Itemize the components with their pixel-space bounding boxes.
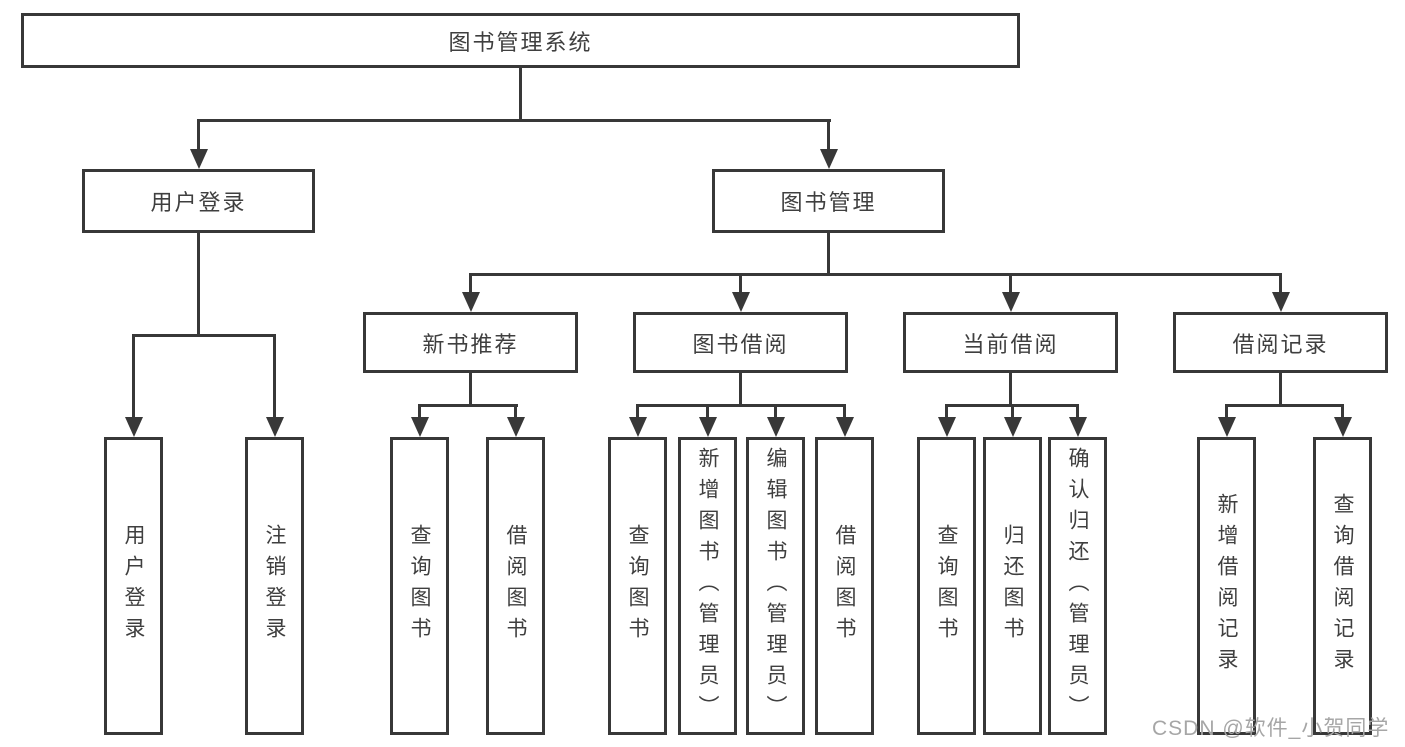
edge-arrow-to-new-book-recommend bbox=[461, 273, 480, 312]
edge-arrow-to-leaf-borrow-add bbox=[698, 404, 717, 437]
node-book-management: 图书管理 bbox=[712, 169, 945, 233]
leaf-records-query-label: 查询借阅记录 bbox=[1331, 493, 1354, 679]
edge-arrow-to-leaf-records-query bbox=[1333, 404, 1352, 437]
edge-records-stem bbox=[1279, 373, 1282, 406]
edge-user-login-stem bbox=[197, 232, 200, 336]
leaf-current-return-label: 归还图书 bbox=[1001, 524, 1024, 648]
leaf-borrow-book: 借阅图书 bbox=[815, 437, 874, 735]
leaf-borrow-query-label: 查询图书 bbox=[626, 524, 649, 648]
node-current-borrow: 当前借阅 bbox=[903, 312, 1118, 373]
leaf-newbook-borrow: 借阅图书 bbox=[486, 437, 545, 735]
leaf-current-query: 查询图书 bbox=[917, 437, 976, 735]
leaf-borrow-edit-admin: 编辑图书（管理员） bbox=[746, 437, 805, 735]
edge-arrow-to-leaf-logout bbox=[265, 334, 284, 437]
edge-arrow-to-leaf-newbook-borrow bbox=[506, 404, 525, 437]
leaf-user-login: 用户登录 bbox=[104, 437, 163, 735]
node-book-management-label: 图书管理 bbox=[780, 190, 877, 215]
leaf-current-return: 归还图书 bbox=[983, 437, 1042, 735]
edge-arrow-to-leaf-borrow-edit bbox=[766, 404, 785, 437]
edge-records-rail bbox=[1225, 404, 1344, 407]
edge-book-management-stem bbox=[827, 232, 830, 275]
edge-borrow-rail bbox=[636, 404, 846, 407]
node-borrow-records-label: 借阅记录 bbox=[1232, 331, 1329, 357]
leaf-current-query-label: 查询图书 bbox=[935, 524, 958, 648]
edge-arrow-to-leaf-borrow-query bbox=[628, 404, 647, 437]
csdn-watermark: CSDN @软件_小贺同学 bbox=[1152, 717, 1390, 740]
edge-newbook-stem bbox=[469, 373, 472, 406]
node-user-login: 用户登录 bbox=[82, 169, 315, 233]
leaf-newbook-query-label: 查询图书 bbox=[408, 524, 431, 648]
leaf-user-login-label: 用户登录 bbox=[122, 524, 145, 648]
leaf-borrow-add-admin: 新增图书（管理员） bbox=[678, 437, 737, 735]
edge-arrow-to-leaf-borrow-book bbox=[835, 404, 854, 437]
leaf-current-confirm-admin-label: 确认归还（管理员） bbox=[1066, 446, 1089, 726]
edge-level3-rail bbox=[469, 273, 1282, 276]
leaf-borrow-edit-admin-label: 编辑图书（管理员） bbox=[764, 446, 787, 726]
edge-arrow-to-leaf-current-confirm bbox=[1068, 404, 1087, 437]
edge-arrow-to-leaf-current-return bbox=[1003, 404, 1022, 437]
edge-arrow-to-leaf-newbook-query bbox=[410, 404, 429, 437]
edge-arrow-to-book-management bbox=[819, 119, 838, 169]
node-user-login-label: 用户登录 bbox=[150, 190, 247, 215]
leaf-logout: 注销登录 bbox=[245, 437, 304, 735]
edge-arrow-to-user-login bbox=[189, 119, 208, 169]
edge-user-login-rail bbox=[132, 334, 275, 337]
edge-arrow-to-leaf-records-add bbox=[1217, 404, 1236, 437]
node-root-label: 图书管理系统 bbox=[448, 29, 593, 55]
edge-arrow-to-current-borrow bbox=[1001, 273, 1020, 312]
node-current-borrow-label: 当前借阅 bbox=[962, 331, 1059, 357]
leaf-logout-label: 注销登录 bbox=[263, 524, 286, 648]
node-new-book-recommend-label: 新书推荐 bbox=[422, 331, 519, 357]
leaf-current-confirm-admin: 确认归还（管理员） bbox=[1048, 437, 1107, 735]
leaf-records-query: 查询借阅记录 bbox=[1313, 437, 1372, 735]
edge-root-stem bbox=[519, 68, 522, 120]
leaf-records-add: 新增借阅记录 bbox=[1197, 437, 1256, 735]
node-book-borrow-label: 图书借阅 bbox=[692, 331, 789, 357]
edge-arrow-to-book-borrow bbox=[731, 273, 750, 312]
leaf-borrow-book-label: 借阅图书 bbox=[833, 524, 856, 648]
edge-newbook-rail bbox=[418, 404, 518, 407]
edge-current-stem bbox=[1009, 373, 1012, 406]
node-borrow-records: 借阅记录 bbox=[1173, 312, 1388, 373]
node-book-borrow: 图书借阅 bbox=[633, 312, 848, 373]
leaf-borrow-query: 查询图书 bbox=[608, 437, 667, 735]
leaf-records-add-label: 新增借阅记录 bbox=[1215, 493, 1238, 679]
node-new-book-recommend: 新书推荐 bbox=[363, 312, 578, 373]
edge-arrow-to-borrow-records bbox=[1271, 273, 1290, 312]
leaf-borrow-add-admin-label: 新增图书（管理员） bbox=[696, 446, 719, 726]
edge-arrow-to-leaf-user-login bbox=[124, 334, 143, 437]
leaf-newbook-borrow-label: 借阅图书 bbox=[504, 524, 527, 648]
leaf-newbook-query: 查询图书 bbox=[390, 437, 449, 735]
node-root: 图书管理系统 bbox=[21, 13, 1020, 68]
edge-arrow-to-leaf-current-query bbox=[937, 404, 956, 437]
edge-borrow-stem bbox=[739, 373, 742, 406]
edge-level2-rail bbox=[197, 119, 831, 122]
